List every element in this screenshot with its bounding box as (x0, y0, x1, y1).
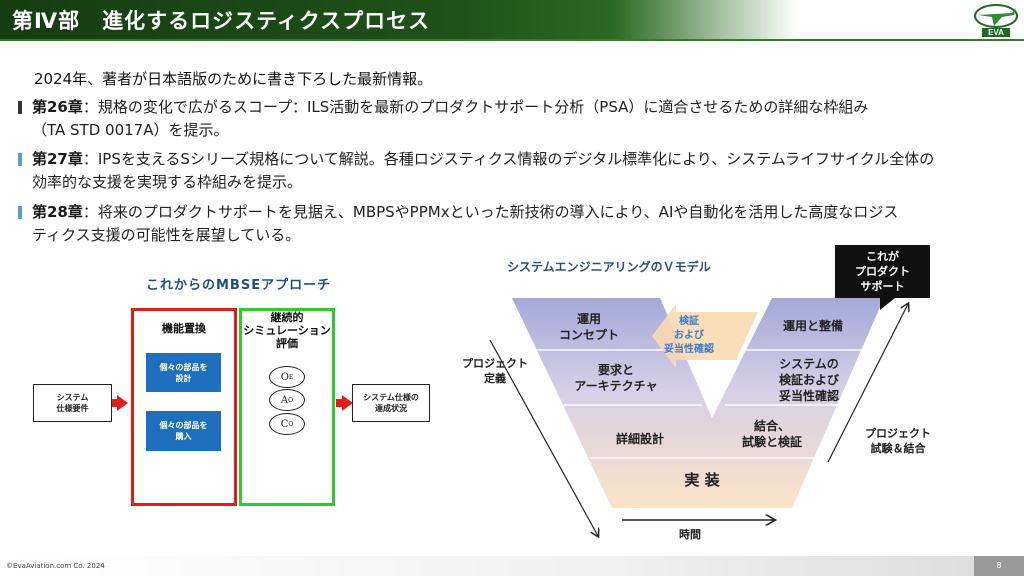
chapter-26-number: 第26章 (32, 98, 83, 116)
stage-operation-maintenance: 運用と整備 (782, 319, 843, 333)
project-definition-arrow (489, 339, 598, 536)
oe-main: O (280, 371, 289, 383)
title-underline (0, 39, 1024, 41)
copyright-text: ©EvaAviation.com Co. 2024 (6, 562, 105, 570)
title-bar: 第Ⅳ部 進化するロジスティクスプロセス (0, 0, 1024, 39)
spec-achievement-box: システム仕様の 達成状況 (352, 384, 430, 422)
footer-bar (0, 556, 1024, 576)
project-definition-label: プロジェクト 定義 (462, 357, 528, 385)
arrow-stem (336, 399, 343, 407)
bullet-marker (18, 153, 22, 166)
buy-parts-box: 個々の部品を 購入 (146, 411, 221, 451)
stage-integration-test: 結合、 試験と検証 (741, 419, 802, 449)
v-model-title: システムエンジニアリングのＶモデル (507, 260, 711, 274)
stage-detailed-design: 詳細設計 (615, 432, 664, 446)
chapter-26-line2: （TA STD 0017A）を提示。 (32, 121, 229, 139)
project-test-arrow (827, 304, 908, 463)
v-model-diagram (489, 298, 1000, 550)
eva-logo: EVA (974, 4, 1018, 37)
time-label: 時間 (679, 528, 701, 541)
stage-operational-concept: 運用 コンセプト (558, 312, 619, 342)
continuous-simulation-label: 継続的 シミュレーション 評価 (243, 311, 331, 350)
arrow-stem (112, 399, 118, 407)
chapter-28-line2: ティクス支援の可能性を展望している。 (32, 226, 301, 244)
system-requirements-box: システム 仕様要件 (33, 384, 112, 422)
product-support-callout: これが プロダクト サポート (835, 245, 930, 298)
function-replacement-label: 機能置換 (162, 322, 206, 335)
stage-requirements-architecture: 要求と アーキテクチャ (574, 363, 658, 393)
continuous-simulation-frame (239, 308, 335, 506)
chapter-27-line1: 第27章：IPSを支えるSシリーズ規格について解説。各種ロジスティクス情報のデジ… (32, 148, 934, 170)
ao-sub: O (288, 396, 294, 404)
chapter-26-text: ：規格の変化で広がるスコープ：ILS活動を最新のプロダクトサポート分析（PSA）… (82, 98, 869, 116)
intro-text: 2024年、著者が日本語版のために書き下ろした最新情報。 (34, 70, 433, 88)
co-main: C (280, 418, 289, 430)
page-number: 8 (974, 556, 1024, 576)
verify-validation-label: 検証 および 妥当性確認 (664, 316, 714, 355)
bullet-marker (18, 101, 22, 114)
chapter-28-number: 第28章 (32, 203, 83, 221)
verify-arrow (652, 304, 758, 368)
project-test-integration-label: プロジェクト 試験＆結合 (865, 427, 931, 455)
chapter-27-text: ：IPSを支えるSシリーズ規格について解説。各種ロジスティクス情報のデジタル標準… (82, 150, 935, 168)
chapter-26-line1: 第26章：規格の変化で広がるスコープ：ILS活動を最新のプロダクトサポート分析（… (32, 96, 868, 118)
stage-implementation: 実 装 (684, 471, 720, 489)
bullet-marker (18, 206, 22, 219)
stage-system-verification: システムの 検証および 妥当性確認 (778, 357, 839, 403)
mbse-title: これからのMBSEアプローチ (146, 278, 332, 293)
ao-main: A (280, 394, 289, 406)
oe-sub: E (288, 373, 294, 381)
callout-pointer (880, 298, 895, 310)
chapter-28-line1: 第28章：将来のプロダクトサポートを見据え、MBPSやPPMxといった新技術の導… (32, 201, 898, 223)
right-arrow-icon (342, 395, 353, 411)
right-arrow-icon (117, 395, 128, 411)
chapter-27-line2: 効率的な支援を実現する枠組みを提示。 (32, 173, 303, 191)
logo-text: EVA (988, 28, 1004, 37)
function-replacement-frame (131, 308, 237, 506)
slide-title: 第Ⅳ部 進化するロジスティクスプロセス (12, 9, 431, 33)
chapter-27-number: 第27章 (32, 150, 83, 168)
design-parts-box: 個々の部品を 設計 (146, 353, 221, 392)
chapter-28-text: ：将来のプロダクトサポートを見据え、MBPSやPPMxといった新技術の導入により… (82, 203, 899, 221)
co-sub: O (288, 420, 294, 428)
